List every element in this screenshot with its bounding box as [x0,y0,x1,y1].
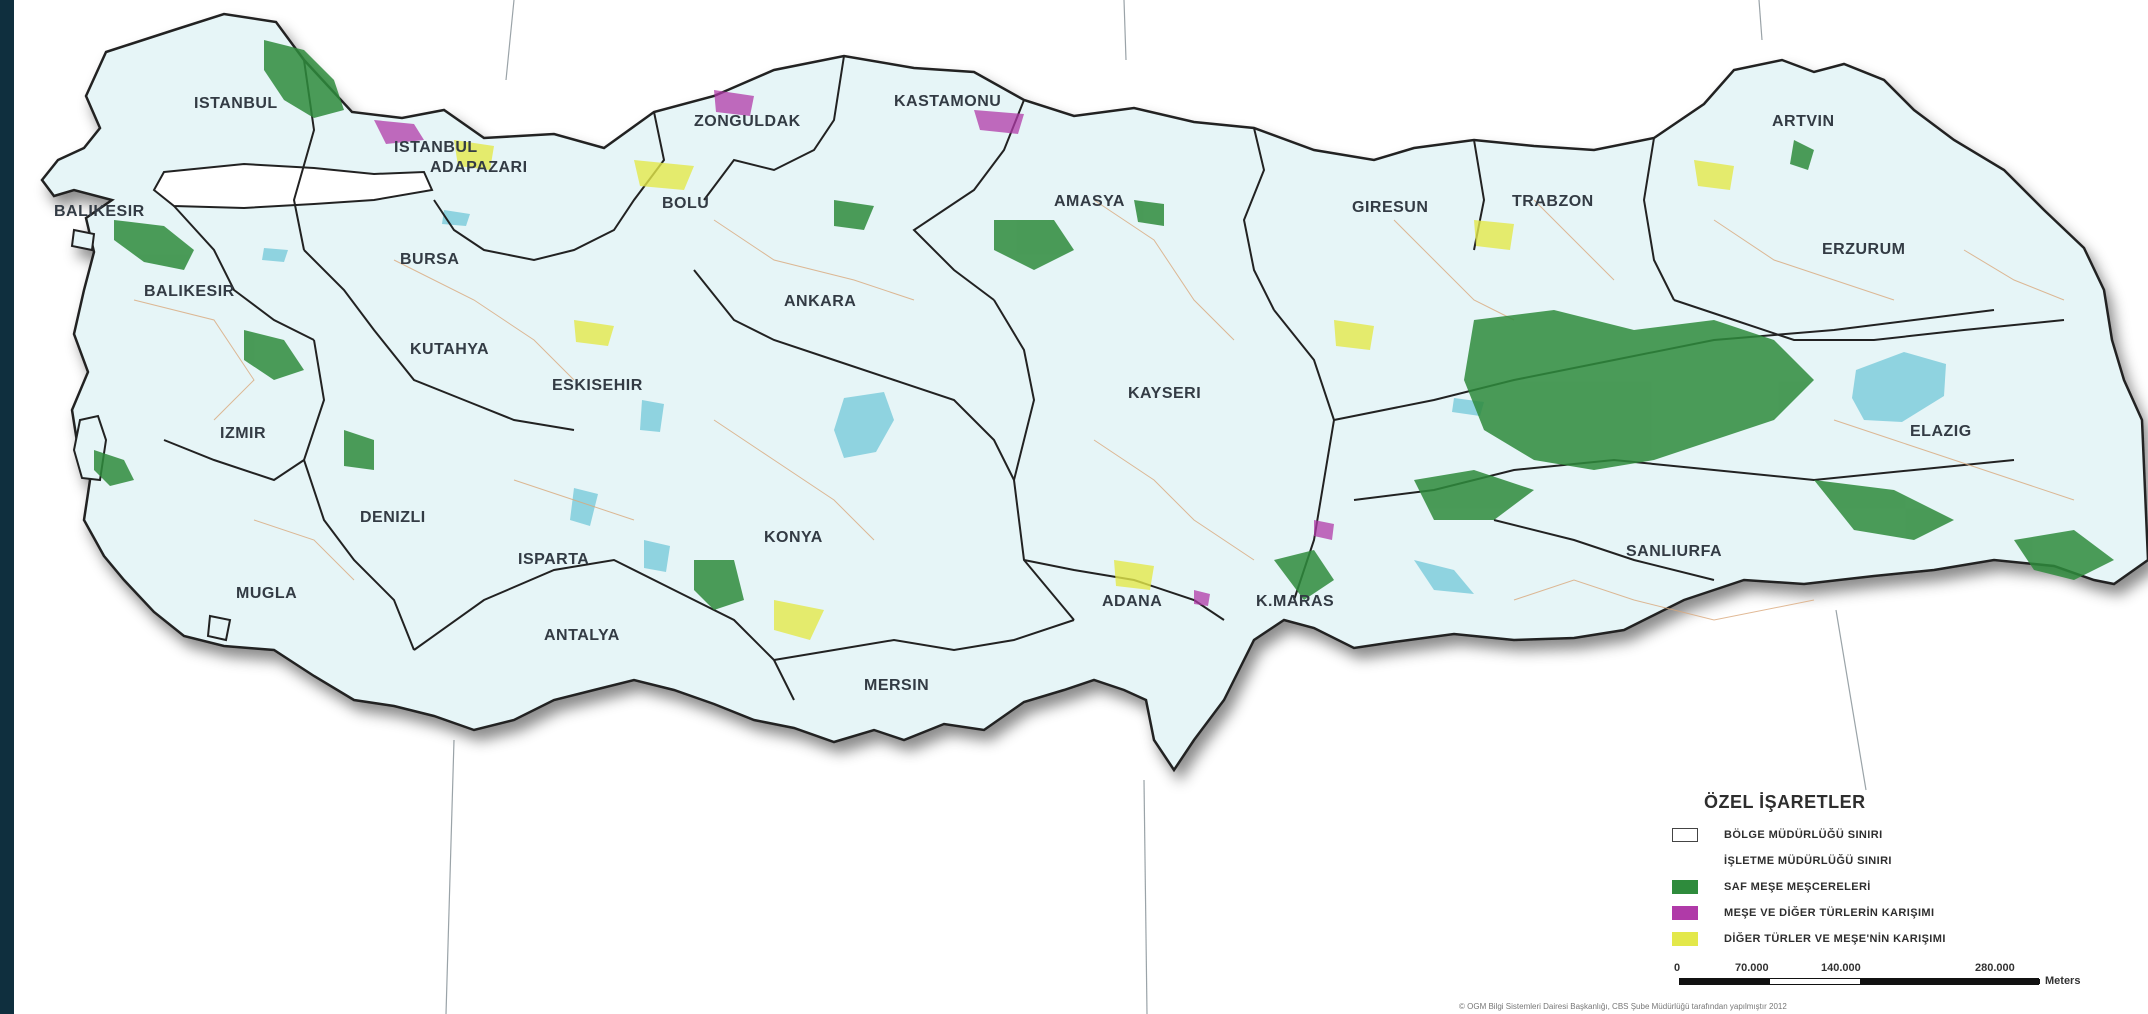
scale-bar-graphic [1679,978,2040,985]
management-boundaries [133,199,2075,621]
region-label: GIRESUN [1352,199,1428,216]
legend-swatch [1672,880,1698,894]
region-label: MUGLA [236,585,297,602]
region-label: K.MARAS [1256,593,1334,610]
region-labels: ISTANBUL ISTANBUL ADAPAZARI ZONGULDAK KA… [54,93,1972,694]
region-label: MERSIN [864,677,929,694]
legend-label: DİĞER TÜRLER VE MEŞE'NİN KARIŞIMI [1724,933,1946,945]
region-label: DENIZLI [360,509,426,526]
legend-swatch [1672,828,1698,842]
legend-swatch [1672,932,1698,946]
region-label: AMASYA [1054,193,1125,210]
legend-title: ÖZEL İŞARETLER [1704,792,1866,812]
region-label: ISTANBUL [394,139,478,156]
map-credit: © OGM Bilgi Sistemleri Dairesi Başkanlığ… [1459,1002,1787,1011]
oak-mixed-stands [374,90,1334,606]
region-label: BURSA [400,251,459,268]
legend-item-other-mixed: DİĞER TÜRLER VE MEŞE'NİN KARIŞIMI [1672,930,2112,950]
map-legend: ÖZEL İŞARETLER BÖLGE MÜDÜRLÜĞÜ SINIRI İŞ… [1654,788,2134,1003]
region-label: ANTALYA [544,627,620,644]
lakes [262,210,1946,594]
map-frame: ISTANBUL ISTANBUL ADAPAZARI ZONGULDAK KA… [14,0,2148,1014]
region-label: ZONGULDAK [694,113,801,130]
region-label: SANLIURFA [1626,543,1722,560]
scale-tick: 0 [1674,962,1681,974]
scale-tick: 280.000 [1975,962,2015,974]
graticule [445,0,1867,1014]
region-label: ADANA [1102,593,1162,610]
region-label: ARTVIN [1772,113,1835,130]
region-label: ELAZIG [1910,423,1972,440]
scale-bar: 0 70.000 140.000 280.000 Meters [1669,962,2080,1002]
legend-label: İŞLETME MÜDÜRLÜĞÜ SINIRI [1724,855,1892,867]
region-label: ISPARTA [518,551,589,568]
region-label: ANKARA [784,293,856,310]
scale-tick: 70.000 [1735,962,1769,974]
legend-label: MEŞE VE DİĞER TÜRLERİN KARIŞIMI [1724,907,1935,919]
legend-swatch [1672,854,1698,868]
scale-tick: 140.000 [1821,962,1861,974]
region-label: KUTAHYA [410,341,489,358]
legend-item-region-boundary: BÖLGE MÜDÜRLÜĞÜ SINIRI [1672,826,2112,846]
region-label: TRABZON [1512,193,1594,210]
region-boundaries [163,55,2065,701]
legend-item-pure-oak: SAF MEŞE MEŞCERELERİ [1672,878,2112,898]
region-label: BALIKESIR [144,283,235,300]
region-label: ISTANBUL [194,95,278,112]
legend-item-oak-mixed: MEŞE VE DİĞER TÜRLERİN KARIŞIMI [1672,904,2112,924]
legend-swatch [1672,906,1698,920]
pure-oak-stands [94,40,2114,610]
region-label: KAYSERI [1128,385,1201,402]
region-label: IZMIR [220,425,266,442]
region-label: BALIKESIR [54,203,145,220]
legend-item-management-boundary: İŞLETME MÜDÜRLÜĞÜ SINIRI [1672,852,2112,872]
legend-label: BÖLGE MÜDÜRLÜĞÜ SINIRI [1724,829,1883,841]
turkey-oak-distribution-map: ISTANBUL ISTANBUL ADAPAZARI ZONGULDAK KA… [40,0,2148,1014]
region-label: ADAPAZARI [430,159,528,176]
other-mixed-stands [454,140,1734,640]
scale-unit: Meters [2045,975,2081,987]
legend-label: SAF MEŞE MEŞCERELERİ [1724,881,1871,893]
region-label: KONYA [764,529,823,546]
region-label: KASTAMONU [894,93,1001,110]
region-label: ESKISEHIR [552,377,643,394]
region-label: ERZURUM [1822,241,1906,258]
region-label: BOLU [662,195,709,212]
